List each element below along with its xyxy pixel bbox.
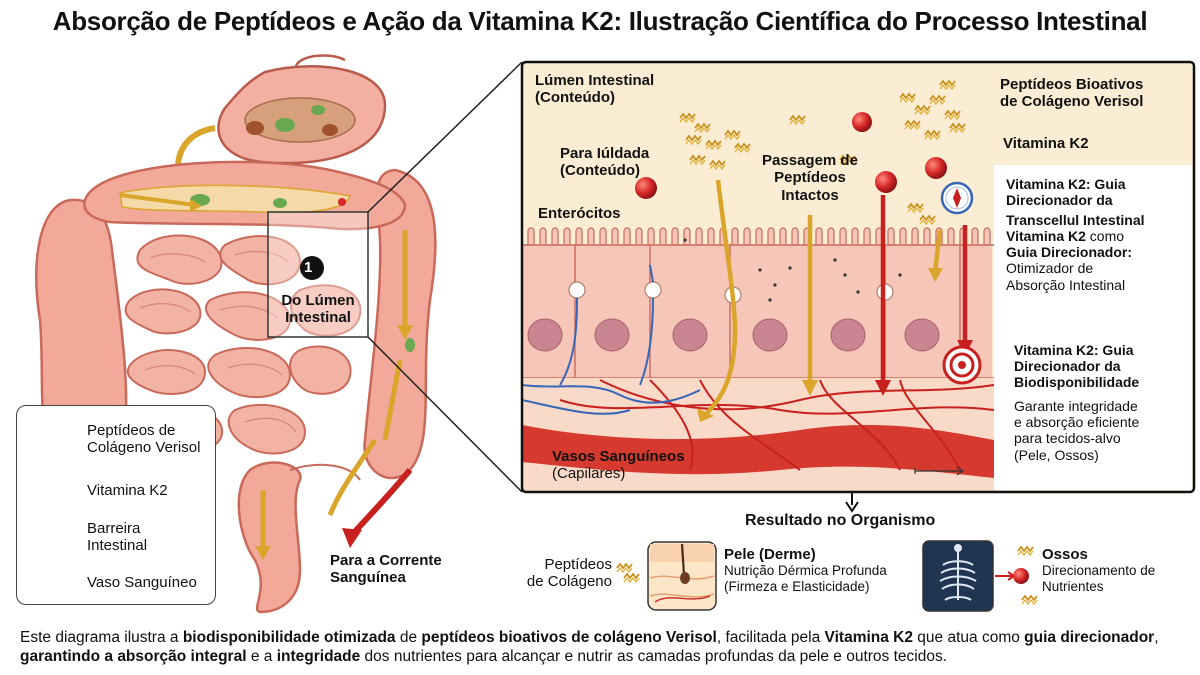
- vessels-label: Vasos Sanguíneos (Capilares): [552, 448, 685, 483]
- para-label-line1: Para Iúldada: [560, 145, 650, 162]
- bloodstream-label-line2: Sanguínea: [330, 569, 406, 587]
- passage-label: Passagem de Peptídeos Intactos: [754, 152, 866, 204]
- legend-barrier-line1: Barreira: [87, 520, 141, 537]
- legend-item-peptides: Peptídeos de Colágeno Verisol: [87, 422, 200, 457]
- step-number-badge: 1: [304, 259, 313, 276]
- peptides-label-line2: de Colágeno Verisol: [1000, 93, 1144, 111]
- peptides-label-line1: Peptídeos Bioativos: [1000, 76, 1144, 93]
- page-title: Absorção de Peptídeos e Ação da Vitamina…: [52, 6, 1148, 36]
- legend: Peptídeos de Colágeno Verisol Vitamina K…: [16, 405, 216, 605]
- vitamin-k2-label: Vitamina K2: [1003, 135, 1089, 152]
- result-peptides-icon: [616, 563, 640, 583]
- bloodstream-label-line1: Para a Corrente: [330, 552, 442, 569]
- result-peptides-line2: de Colágeno: [526, 573, 612, 591]
- footer-text-7: dos nutrientes para alcançar e nutrir as…: [360, 648, 948, 666]
- zoom-panel: [520, 60, 1196, 494]
- legend-item-vessel: Vaso Sanguíneo: [87, 574, 197, 591]
- enterocytes-label: Enterócitos: [538, 205, 621, 222]
- passage-label-line1: Passagem de: [762, 152, 858, 169]
- footer-caption: Este diagrama ilustra a biodisponibilida…: [20, 628, 1190, 667]
- legend-peptides-line1: Peptídeos de: [87, 422, 176, 439]
- bio-note-desc1: Garante integridade: [1014, 398, 1138, 415]
- passage-label-line2: Peptídeos: [774, 169, 846, 187]
- legend-barrier-line2: Intestinal: [87, 537, 148, 555]
- legend-item-vitamin-k2: Vitamina K2: [87, 482, 168, 499]
- compass-icon: [940, 181, 974, 215]
- bio-note-line1: Vitamina K2: Guia: [1014, 342, 1134, 358]
- result-peptides-line1: Peptídeos: [544, 556, 612, 573]
- para-label-line2: (Conteúdo): [560, 162, 640, 180]
- skin-icon: [647, 541, 717, 611]
- target-icon: [942, 345, 982, 385]
- footer-text-5: ,: [1154, 629, 1159, 646]
- guide-note-desc2: Absorção Intestinal: [1006, 276, 1126, 293]
- bio-note-desc2: e absorção eficiente: [1014, 414, 1140, 431]
- vessels-label-line1: Vasos Sanguíneos: [552, 448, 685, 465]
- guide-note-line4-rest: como: [1085, 228, 1125, 245]
- bio-note-line3: Biodisponibilidade: [1014, 374, 1140, 391]
- guide-note-line3: Transcellul Intestinal: [1006, 212, 1145, 229]
- footer-bold-5: garantindo a absorção integral: [20, 648, 247, 666]
- legend-peptides-line2: Colágeno Verisol: [87, 439, 201, 457]
- bones-icon: [922, 540, 994, 612]
- vessels-label-line2: (Capilares): [552, 465, 626, 483]
- footer-bold-6: integridade: [276, 648, 361, 666]
- footer-text-6: e a: [246, 648, 277, 666]
- footer-bold-2: peptídeos bioativos de colágeno Verisol: [421, 629, 717, 646]
- peptides-label: Peptídeos Bioativos de Colágeno Verisol: [1000, 76, 1143, 111]
- zoom-callout: [267, 61, 523, 493]
- guide-note-line2: Direcionador da: [1006, 192, 1113, 209]
- guide-note-line4-bold: Vitamina K2: [1006, 228, 1086, 245]
- bioavailability-note: Vitamina K2: Guia Direcionador da Biodis…: [1014, 342, 1192, 463]
- footer-text-4: que atua como: [913, 629, 1025, 646]
- legend-vitamin-line1: Vitamina K2: [87, 482, 168, 499]
- bones-line1: Direcionamento de: [1042, 563, 1156, 579]
- footer-text-1: Este diagrama ilustra a: [20, 629, 183, 646]
- guide-note-line5: Guia Direcionador:: [1006, 244, 1133, 261]
- guide-note-desc1: Otimizador de: [1006, 260, 1094, 277]
- guide-note-line1: Vitamina K2: Guia: [1006, 176, 1126, 192]
- scale-bar: [914, 466, 965, 476]
- result-heading: Resultado no Organismo: [745, 512, 936, 529]
- skin-line2: (Firmeza e Elasticidade): [724, 578, 870, 594]
- para-label: Para Iúldada (Conteúdo): [560, 145, 649, 180]
- vitamin-k2-spheres: [635, 112, 947, 199]
- legend-item-barrier: Barreira Intestinal: [87, 520, 147, 555]
- guide-note: Vitamina K2: Guia Direcionador da Transc…: [1006, 176, 1192, 293]
- footer-bold-1: biodisponibilidade otimizada: [182, 629, 396, 646]
- footer-bold-4: guia direcionador: [1024, 629, 1155, 646]
- passage-label-line3: Intactos: [781, 186, 839, 204]
- callout-label-line1: Do Lúmen: [281, 292, 355, 309]
- legend-vessel-line1: Vaso Sanguíneo: [87, 574, 197, 591]
- footer-bold-3: Vitamina K2: [824, 629, 913, 646]
- skin-title: Pele (Derme): [724, 546, 816, 563]
- bones-line2: Nutrientes: [1042, 578, 1104, 594]
- footer-text-3: , facilitada pela: [716, 629, 825, 646]
- lumen-label: Lúmen Intestinal (Conteúdo): [535, 72, 654, 107]
- lumen-label-line2: (Conteúdo): [535, 89, 615, 107]
- bloodstream-label: Para a Corrente Sanguínea: [330, 552, 442, 587]
- bio-note-desc3: para tecidos-alvo: [1014, 430, 1121, 447]
- bio-note-line2: Direcionador da: [1014, 358, 1121, 375]
- bones-result: Ossos Direcionamento de Nutrientes: [1042, 546, 1155, 594]
- skin-line1: Nutrição Dérmica Profunda: [724, 563, 887, 579]
- skin-result: Pele (Derme) Nutrição Dérmica Profunda (…: [724, 546, 887, 594]
- lumen-label-line1: Lúmen Intestinal: [535, 72, 655, 89]
- footer-text-2: de: [395, 629, 422, 646]
- callout-label: Do Lúmen Intestinal: [272, 292, 364, 327]
- bio-note-desc4: (Pele, Ossos): [1014, 446, 1099, 463]
- bones-title: Ossos: [1042, 546, 1088, 563]
- callout-label-line2: Intestinal: [285, 309, 351, 327]
- result-peptides-label: Peptídeos de Colágeno: [522, 556, 612, 591]
